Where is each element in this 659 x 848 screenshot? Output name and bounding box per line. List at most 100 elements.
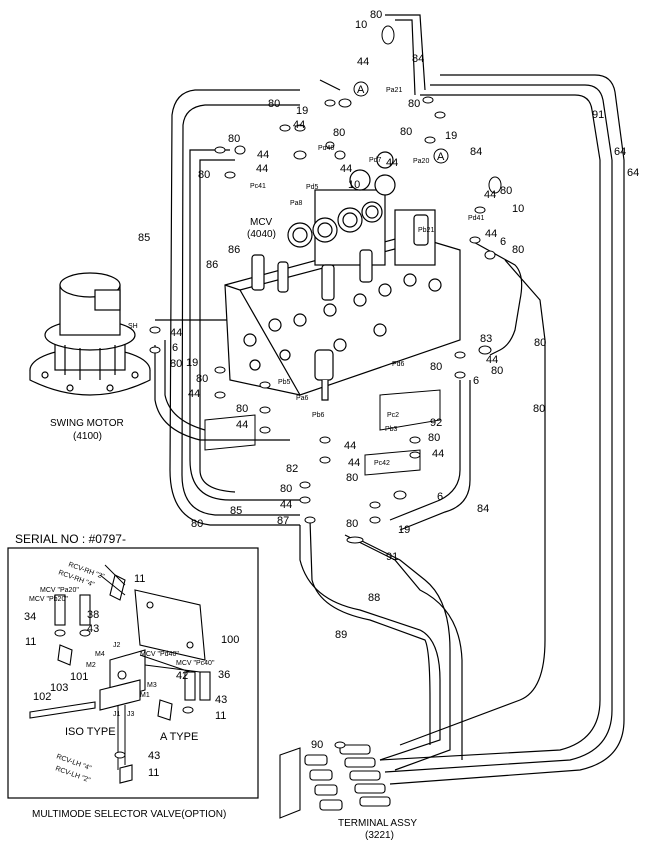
callout-label: 80 bbox=[191, 518, 203, 530]
inset-type-labels: ISO TYPE A TYPE bbox=[65, 726, 198, 743]
callout-label: 92 bbox=[430, 417, 442, 429]
port-label: Pb3 bbox=[385, 426, 398, 433]
inset-label: J2 bbox=[113, 642, 121, 649]
port-labels: Pa21 Pd40 Pd5 Pd41 Pd7 Pa20 Pc41 Pa8 Pb2… bbox=[128, 87, 484, 467]
callout-label: 19 bbox=[398, 524, 410, 536]
mcv-brackets bbox=[204, 389, 441, 476]
callout-label: 80 bbox=[236, 403, 248, 415]
callout-label: 44 bbox=[257, 149, 269, 161]
callout-label: 64 bbox=[614, 146, 626, 158]
mcv-valve-block bbox=[224, 151, 461, 401]
callout-label: 10 bbox=[355, 19, 367, 31]
callout-label: 6 bbox=[473, 375, 479, 387]
callout-label: 6 bbox=[500, 236, 506, 248]
inset-callout: 100 bbox=[221, 634, 239, 646]
port-label: Pd40 bbox=[318, 145, 334, 152]
swing-motor bbox=[29, 272, 151, 396]
inset-callout: 43 bbox=[148, 750, 160, 762]
callout-label: 44 bbox=[484, 189, 496, 201]
swing-motor-caption: SWING MOTOR bbox=[50, 418, 124, 429]
inset-label: J3 bbox=[127, 711, 135, 718]
reference-markers: A A bbox=[353, 81, 449, 164]
callout-label: 84 bbox=[412, 53, 424, 65]
inset-callout: 11 bbox=[215, 710, 226, 722]
callout-label: 19 bbox=[186, 357, 198, 369]
callout-label: 44 bbox=[432, 448, 444, 460]
iso-type-label: ISO TYPE bbox=[65, 726, 116, 738]
callout-label: 44 bbox=[170, 327, 182, 339]
callout-label: 90 bbox=[311, 739, 323, 751]
inset-callout: 42 bbox=[176, 670, 188, 682]
callout-label: 82 bbox=[286, 463, 298, 475]
callout-label: 91 bbox=[386, 551, 398, 563]
inset-lines bbox=[99, 564, 201, 770]
port-label: Pa21 bbox=[386, 87, 402, 94]
inset-callout: 43 bbox=[87, 623, 99, 635]
callout-label: 10 bbox=[348, 179, 360, 191]
marker-a: A bbox=[437, 151, 445, 163]
callout-label: 80 bbox=[370, 9, 382, 21]
callout-label: 80 bbox=[400, 126, 412, 138]
inset-callout: 36 bbox=[218, 669, 230, 681]
callout-label: 80 bbox=[512, 244, 524, 256]
port-label: Pc41 bbox=[250, 183, 266, 190]
terminal-assembly bbox=[279, 744, 391, 819]
serial-heading: SERIAL NO : #0797- bbox=[15, 532, 126, 546]
callout-label: 83 bbox=[480, 333, 492, 345]
a-type-label: A TYPE bbox=[160, 731, 198, 743]
mcv-caption: MCV bbox=[250, 217, 273, 228]
callout-label: 80 bbox=[491, 365, 503, 377]
swing-motor-number: (4100) bbox=[73, 431, 102, 442]
inset-callouts: 11 34 38 43 11 100 101 102 103 36 42 43 … bbox=[24, 573, 239, 779]
port-label: Pd41 bbox=[468, 215, 484, 222]
callout-label: 44 bbox=[256, 163, 268, 175]
port-label: Pa6 bbox=[296, 395, 309, 402]
callout-label: 80 bbox=[333, 127, 345, 139]
inset-callout: 101 bbox=[70, 671, 88, 683]
marker-a: A bbox=[357, 84, 365, 96]
callout-label: 85 bbox=[138, 232, 150, 244]
callout-label: 89 bbox=[335, 629, 347, 641]
callout-label: 19 bbox=[296, 105, 308, 117]
inset-label: M4 bbox=[95, 651, 105, 658]
callout-label: 44 bbox=[293, 119, 305, 131]
callout-label: 85 bbox=[230, 505, 242, 517]
callout-label: 80 bbox=[346, 518, 358, 530]
callout-label: 80 bbox=[500, 185, 512, 197]
main-callouts: 10 80 44 84 80 19 44 80 80 44 80 44 80 1… bbox=[138, 9, 639, 751]
inset-callout: 43 bbox=[215, 694, 227, 706]
callout-label: 6 bbox=[172, 342, 178, 354]
inset-label: M2 bbox=[86, 662, 96, 669]
callout-label: 44 bbox=[280, 499, 292, 511]
callout-label: 44 bbox=[386, 157, 398, 169]
callout-label: 86 bbox=[206, 259, 218, 271]
inset-callout: 11 bbox=[134, 573, 145, 585]
callout-label: 88 bbox=[368, 592, 380, 604]
callout-label: 64 bbox=[627, 167, 639, 179]
callout-label: 80 bbox=[198, 169, 210, 181]
inset-label: J1 bbox=[113, 711, 121, 718]
callout-label: 91 bbox=[592, 109, 604, 121]
port-label: Pd6 bbox=[392, 361, 405, 368]
inset-label: MCV "Pb20" bbox=[29, 596, 68, 603]
callout-label: 44 bbox=[357, 56, 369, 68]
inset-label: MCV "Pa20" bbox=[40, 587, 79, 594]
callout-label: 84 bbox=[477, 503, 489, 515]
captions: SWING MOTOR (4100) MCV (4040) TERMINAL A… bbox=[15, 217, 417, 841]
callout-label: 80 bbox=[346, 472, 358, 484]
terminal-number: (3221) bbox=[365, 830, 394, 841]
callout-label: 44 bbox=[236, 419, 248, 431]
callout-label: 44 bbox=[340, 163, 352, 175]
inset-label: MCV "Pc40" bbox=[176, 660, 215, 667]
callout-label: 6 bbox=[437, 491, 443, 503]
inset-callout: 38 bbox=[87, 609, 99, 621]
callout-label: 80 bbox=[228, 133, 240, 145]
multimode-caption: MULTIMODE SELECTOR VALVE(OPTION) bbox=[32, 809, 226, 820]
callout-label: 44 bbox=[188, 388, 200, 400]
callout-label: 86 bbox=[228, 244, 240, 256]
port-label: Pa8 bbox=[290, 200, 303, 207]
port-label: SH bbox=[128, 323, 138, 330]
mcv-number: (4040) bbox=[247, 229, 276, 240]
fittings bbox=[54, 25, 502, 759]
